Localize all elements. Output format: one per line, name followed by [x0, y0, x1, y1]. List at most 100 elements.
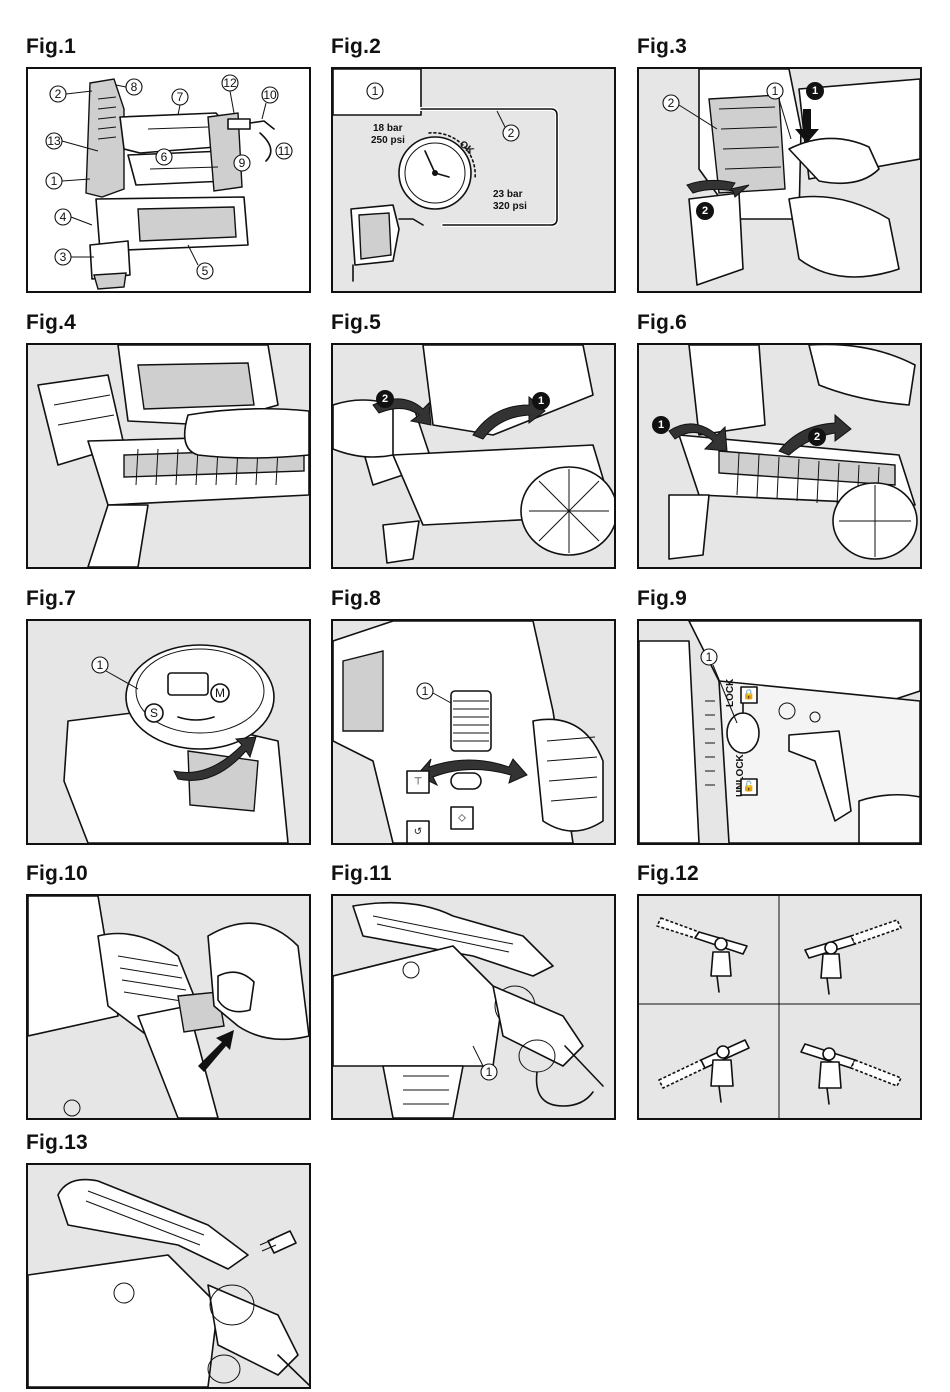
bolt: [267, 1230, 297, 1254]
figure-panel: 1 2 2 1: [637, 67, 922, 293]
callout-2: 2: [662, 94, 718, 130]
adjuster-slot: [450, 772, 482, 790]
svg-text:4: 4: [60, 210, 67, 224]
trigger-lock-illustration: LOCK 🔒 UNLOCK 🔓 1: [639, 621, 920, 843]
svg-text:1: 1: [658, 419, 664, 431]
step-2: 2: [376, 390, 394, 408]
figure-panel: [637, 894, 922, 1120]
callout-8: 8: [115, 78, 143, 96]
step-2: 2: [808, 428, 826, 446]
figure-panel: LOCK 🔒 UNLOCK 🔓 1: [637, 619, 922, 845]
hook-position-2: [804, 919, 902, 995]
figure-panel: [26, 1163, 311, 1389]
hand-top: [788, 137, 880, 185]
svg-text:5: 5: [202, 264, 209, 278]
figure-title: Fig.6: [637, 311, 688, 334]
svg-text:1: 1: [97, 658, 104, 672]
callout-1: 1: [700, 648, 738, 724]
figure-panel: [26, 894, 311, 1120]
callout-2: 2: [49, 85, 93, 103]
figure-panel: S M 1: [26, 619, 311, 845]
arrow-rotate: [416, 758, 528, 787]
callout-9: 9: [233, 154, 251, 172]
svg-text:🔒: 🔒: [743, 689, 755, 701]
callout-1: 1: [45, 172, 91, 190]
unlock-label: UNLOCK: [735, 753, 746, 797]
svg-text:8: 8: [131, 80, 138, 94]
arrow-push: [198, 1030, 234, 1072]
adjuster-wheel: [450, 690, 492, 752]
gauge-max-bar: 23 bar: [493, 189, 523, 200]
arrow-rotate: [173, 736, 257, 781]
finger: [183, 407, 309, 459]
gauge-max-psi: 320 psi: [493, 201, 527, 212]
hand-left: [333, 399, 394, 458]
hand-bottom: [788, 195, 900, 278]
step-1: 1: [532, 392, 550, 410]
hook-position-4: [800, 1043, 902, 1105]
svg-text:2: 2: [668, 96, 675, 110]
magazine-open-illustration: 1 2 2 1: [662, 69, 920, 286]
mode-dial-illustration: S M 1: [63, 644, 289, 843]
svg-text:1: 1: [372, 84, 379, 98]
callout-4: 4: [54, 208, 93, 226]
figure-title: Fig.1: [26, 35, 77, 58]
svg-text:2: 2: [382, 393, 388, 405]
gauge-min-psi: 250 psi: [371, 135, 405, 146]
figure-panel: ⊤ ◇ ↺ 1: [331, 619, 616, 845]
figure-title: Fig.11: [331, 862, 392, 885]
figure-title: Fig.13: [26, 1131, 88, 1154]
callout-1: 1: [91, 656, 139, 690]
hook-position-1: [656, 917, 748, 993]
step-1: 1: [806, 82, 824, 100]
svg-text:6: 6: [161, 150, 168, 164]
callout-2: 2: [496, 110, 520, 142]
svg-text:2: 2: [55, 87, 62, 101]
svg-text:2: 2: [508, 126, 515, 140]
callout-6: 6: [155, 148, 173, 166]
svg-text:1: 1: [706, 650, 713, 664]
figure-panel: 1 2 3 4 5 6 7 8 9 10 11 12 13: [26, 67, 311, 293]
fingertip: [217, 971, 255, 1013]
svg-text:1: 1: [772, 84, 779, 98]
depth-icon-2: [450, 806, 474, 830]
hook-positions-illustration: [639, 896, 920, 1118]
figure-panel: 1: [331, 894, 616, 1120]
callout-7: 7: [171, 88, 189, 116]
figure-title: Fig.10: [26, 862, 88, 885]
step-2: 2: [696, 202, 714, 220]
lock-icon: [740, 686, 758, 704]
svg-text:3: 3: [60, 250, 67, 264]
figure-title: Fig.8: [331, 587, 382, 610]
air-plug-illustration: 1: [333, 901, 604, 1118]
svg-text:1: 1: [422, 684, 429, 698]
arrow-1: [668, 423, 728, 452]
svg-text:9: 9: [239, 156, 246, 170]
svg-text:1: 1: [812, 85, 818, 97]
callout-1: 1: [766, 82, 792, 140]
svg-text:10: 10: [263, 88, 277, 102]
svg-text:2: 2: [814, 431, 820, 443]
lock-lever: [726, 712, 760, 754]
figure-title: Fig.12: [637, 862, 699, 885]
depth-icon-3: [406, 820, 430, 843]
figure-title: Fig.5: [331, 311, 382, 334]
unlock-icon: [740, 778, 758, 796]
step-1: 1: [652, 416, 670, 434]
dial-window: [167, 672, 209, 696]
hook: [352, 901, 554, 977]
svg-text:◇: ◇: [458, 813, 466, 824]
figure-title: Fig.4: [26, 311, 77, 334]
figure-panel: [26, 343, 311, 569]
callout-13: 13: [45, 132, 99, 152]
svg-text:1: 1: [51, 174, 58, 188]
hook-position-3: [658, 1039, 750, 1103]
arrow-1: [472, 395, 546, 440]
figure-panel: 2 1: [331, 343, 616, 569]
remove-jammed-nail-illustration: [28, 896, 309, 1118]
lock-magazine-illustration: 1 2: [652, 345, 918, 560]
svg-text:⊤: ⊤: [414, 777, 423, 788]
figure-title: Fig.7: [26, 587, 77, 610]
lock-label: LOCK: [725, 678, 736, 707]
callout-12: 12: [221, 74, 239, 114]
